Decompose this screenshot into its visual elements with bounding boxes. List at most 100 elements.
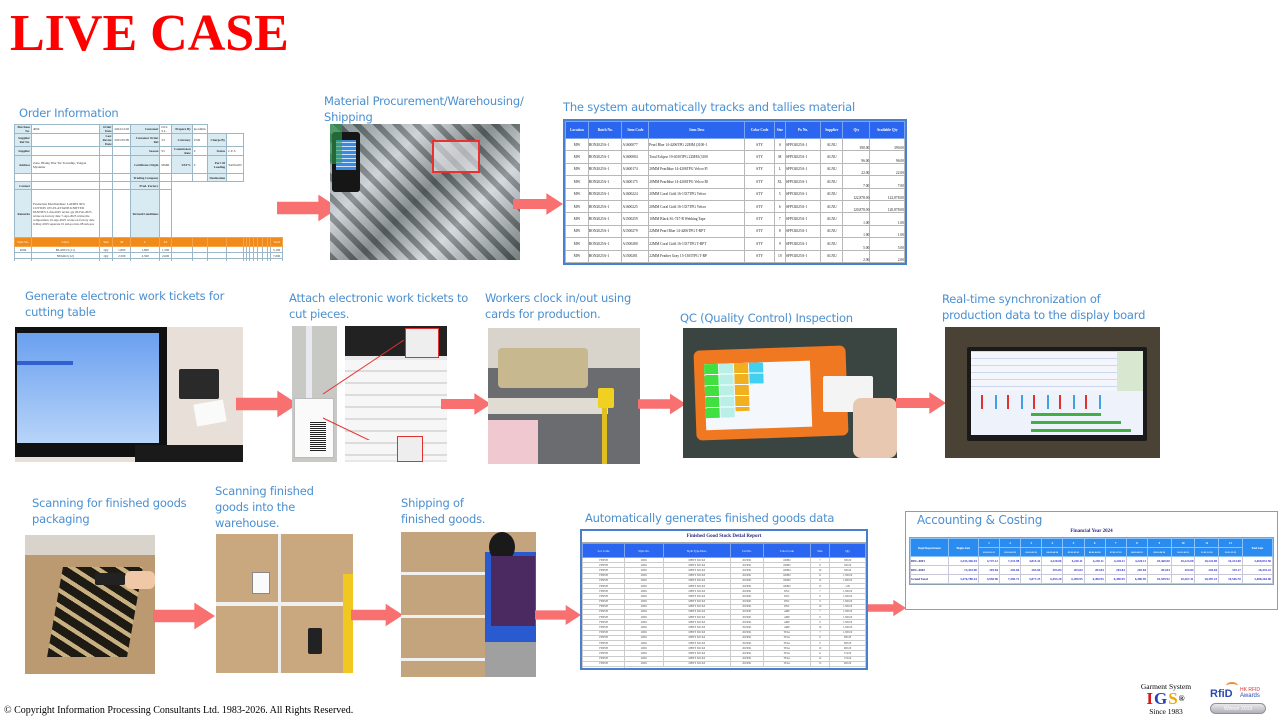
material-cell: ALNU xyxy=(820,150,844,164)
material-cell: ALNU xyxy=(820,175,844,189)
material-cell: SFPO2025A-1 xyxy=(784,199,822,214)
material-cell: 22.00 xyxy=(842,162,871,177)
material-cell: 21x16MM Black Sunflower 16-1054TPG xyxy=(648,261,746,263)
order-field-cell xyxy=(30,133,100,147)
accounting-cell: 6,490.95 xyxy=(1062,574,1085,584)
caption-shipping: Shipping of finished goods. xyxy=(401,496,486,526)
accounting-cell: 3,333,346.94 xyxy=(947,556,979,566)
accounting-cell: 6,493.20 xyxy=(1041,574,1064,584)
material-cell: 120,878.00 xyxy=(842,199,871,214)
accounting-period-header: 10.01-10.31 xyxy=(1170,547,1196,557)
finished-goods-column-header: Ctn No. xyxy=(729,543,764,558)
order-field-cell xyxy=(112,146,132,156)
material-cell: STY xyxy=(744,249,775,263)
material-cell: 1.00 xyxy=(869,224,905,239)
order-field-cell: S5 xyxy=(159,146,172,156)
accounting-period-header: 06.01-06.30 xyxy=(1083,547,1106,557)
material-cell: 120,878.00 xyxy=(869,199,905,214)
order-field-cell xyxy=(98,146,114,156)
order-field-cell: 4096 xyxy=(30,124,100,134)
finished-goods-column-header: Loc Code xyxy=(582,543,626,558)
order-field-cell xyxy=(30,173,100,182)
material-cell: BON2025A-1 xyxy=(587,261,623,263)
rfid-mark: RfiD xyxy=(1210,688,1233,700)
order-size-header-cell: Size xyxy=(98,237,114,247)
accounting-cell: 203.84 xyxy=(1062,565,1085,575)
material-cell: MW xyxy=(565,175,589,189)
order-field-cell: VAT% xyxy=(170,155,193,174)
order-field-cell: Order Date xyxy=(98,124,114,134)
worker-clock-in-photo xyxy=(488,328,640,464)
accounting-cell: 4,220.11 xyxy=(1083,556,1106,566)
page-title: LIVE CASE xyxy=(10,5,289,62)
material-cell: STY xyxy=(744,212,775,226)
order-field-cell: Season xyxy=(130,146,161,156)
finished-goods-column-header: Size xyxy=(809,543,831,558)
copyright-notice: © Copyright Information Processing Consu… xyxy=(4,705,354,716)
handheld-scanner xyxy=(95,573,125,585)
financial-year-title: Financial Year 2024 xyxy=(1070,529,1113,534)
material-cell: Pearl Blue 14-4206TPG 22MM (3100-1 xyxy=(648,137,746,152)
material-cell: 5.00 xyxy=(869,237,905,251)
accounting-cell: DEL-0002 xyxy=(910,565,949,575)
winner-badge: Winner 2019 xyxy=(1210,703,1266,714)
material-cell: BON2025A-1 xyxy=(587,187,623,201)
order-size-cell xyxy=(170,258,193,261)
order-size-cell: Qty xyxy=(98,258,114,261)
flow-arrow xyxy=(535,601,581,629)
packaging-scan-photo xyxy=(25,535,155,674)
order-field-cell: Customer Order Ref xyxy=(130,133,161,147)
order-field-cell: Terms&Conditions xyxy=(130,189,161,238)
accounting-column-header: 4 xyxy=(1041,538,1064,548)
material-cell: Total Eclipse 19-4010TPG 22MM (3100 xyxy=(648,150,746,164)
material-column-header: Supplier xyxy=(820,121,844,139)
material-cell: ALNU xyxy=(820,187,844,201)
caption-scan-warehouse: Scanning finished goods into the warehou… xyxy=(215,484,314,530)
order-field-cell: Purchase No. xyxy=(14,124,32,134)
accounting-period-header: 11.01-11.30 xyxy=(1194,547,1220,557)
accounting-cell: 4,747.12 xyxy=(977,556,1001,566)
accounting-cell: 5,877.25 xyxy=(1020,574,1043,584)
order-field-cell: Prod. Factory xyxy=(130,181,161,190)
material-cell: L xyxy=(773,162,786,177)
flow-arrow xyxy=(277,193,339,223)
accounting-period-header: 03.01-03.31 xyxy=(1020,547,1043,557)
sewing-machine xyxy=(498,348,588,388)
material-cell: 9 xyxy=(773,237,786,251)
finished-goods-column-header: Color Code xyxy=(762,543,811,558)
material-cell: 1.00 xyxy=(869,212,905,226)
order-field-cell xyxy=(112,181,132,190)
order-field-cell: Trading Company xyxy=(130,173,161,182)
order-field-cell: Zone, Hlaing Thar Yar Township, Yangon M… xyxy=(30,155,100,174)
material-cell: A1600175 xyxy=(621,175,650,189)
order-field-cell: USD xyxy=(191,133,208,147)
order-size-header-cell: L xyxy=(130,237,161,247)
order-size-cell xyxy=(267,258,272,261)
monitor-screen xyxy=(17,333,159,443)
accounting-period-header: 05.01-05.31 xyxy=(1062,547,1085,557)
order-field-cell xyxy=(98,189,114,238)
accounting-cell: 203.84 xyxy=(977,565,1001,575)
order-field-cell: Last Revise Date xyxy=(98,133,114,147)
material-cell: ALNU xyxy=(820,199,844,214)
order-field-cell: Status xyxy=(206,146,228,156)
material-cell: SFPO2025A-1 xyxy=(784,237,822,251)
material-cell: A1600225 xyxy=(621,199,650,214)
caption-material-tracking: The system automatically tracks and tall… xyxy=(563,100,855,114)
material-cell: 1.00 xyxy=(842,224,871,239)
accounting-column-header: 12 xyxy=(1218,538,1243,548)
order-field-cell: DCL S.L. xyxy=(159,124,172,134)
material-column-header: Batch No. xyxy=(587,121,623,139)
order-size-cell: 3,400 xyxy=(159,258,172,261)
